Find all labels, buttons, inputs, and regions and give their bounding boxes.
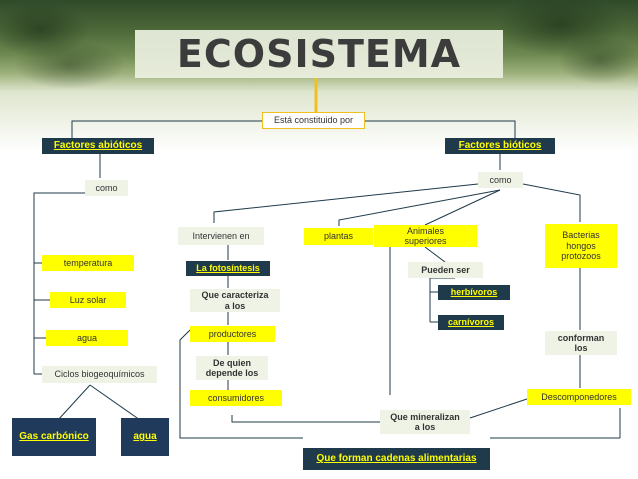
fotosintesis-node: La fotosíntesis — [186, 261, 270, 276]
temperatura-node: temperatura — [42, 255, 134, 271]
productores-node: productores — [190, 326, 275, 342]
ciclos-node: Ciclos biogeoquímicos — [42, 366, 157, 383]
gas-carbonico-node: Gas carbónico — [12, 418, 96, 456]
consumidores-node: consumidores — [190, 390, 282, 406]
como-left-node: como — [85, 180, 128, 196]
carnivoros-node: carnívoros — [438, 315, 504, 330]
connector-bioticos — [365, 120, 516, 140]
title-backdrop — [135, 30, 503, 78]
conforman-node: conforman los — [545, 331, 617, 355]
animales-node: Animales superiores — [374, 225, 477, 247]
luz-solar-node: Luz solar — [50, 292, 126, 308]
pueden-ser-node: Pueden ser — [408, 262, 483, 278]
herbivoros-node: herbívoros — [438, 285, 510, 300]
como-right-node: como — [478, 172, 523, 188]
agua-bottom-node: agua — [121, 418, 169, 456]
que-mineralizan-node: Que mineralizan a los — [380, 410, 470, 434]
page-title: ECOSISTEMA — [176, 32, 462, 76]
plantas-node: plantas — [304, 228, 373, 245]
bacterias-node: Bacterias hongos protozoos — [545, 224, 617, 268]
descomponedores-node: Descomponedores — [527, 389, 631, 405]
constituido-node: Está constituido por — [262, 112, 365, 129]
agua-node: agua — [46, 330, 128, 346]
connector-abioticos — [71, 120, 262, 140]
que-caracteriza-node: Que caracteriza a los — [190, 289, 280, 312]
de-quien-node: De quien depende los — [196, 356, 268, 380]
bioticos-node: Factores bióticos — [445, 138, 555, 154]
intervienen-node: Intervienen en — [178, 227, 264, 245]
abioticos-node: Factores abióticos — [42, 138, 154, 154]
cadenas-alimentarias-node: Que forman cadenas alimentarias — [303, 448, 490, 470]
